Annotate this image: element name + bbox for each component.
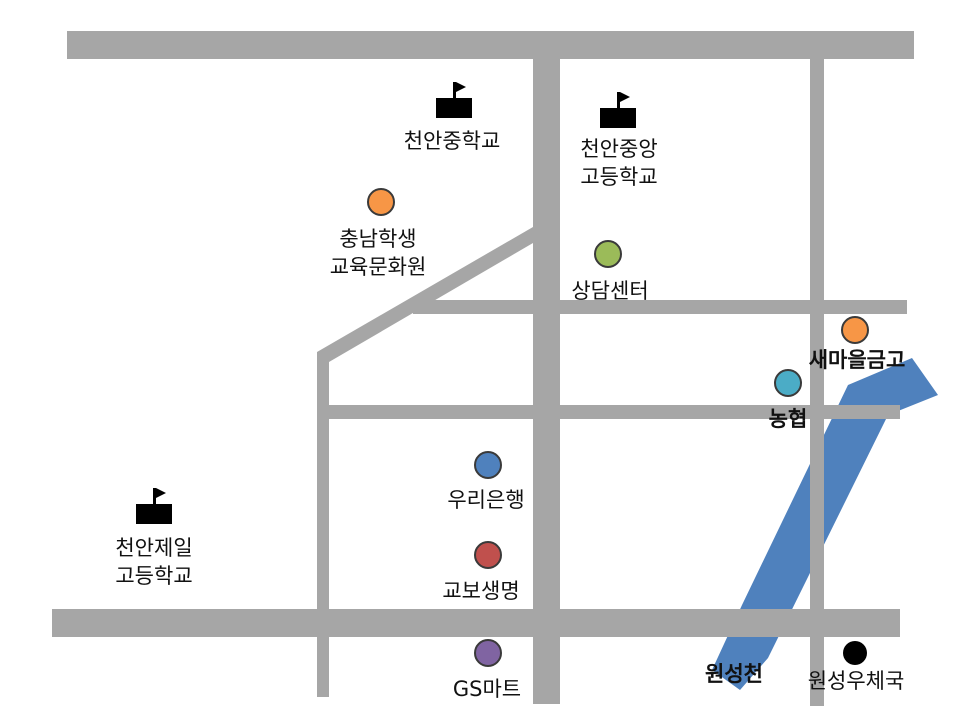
marker-nonghyup	[774, 369, 802, 397]
marker-woori-bank	[474, 451, 502, 479]
road-left-vertical	[317, 352, 329, 697]
school-flag-icon	[600, 92, 636, 128]
label-line: 우리은행	[447, 488, 525, 512]
road-lower-horizontal	[317, 405, 900, 419]
label-line: 충남학생	[339, 227, 417, 251]
school-flag-icon	[436, 82, 472, 118]
label-line: 원성천	[705, 662, 763, 686]
school-flag-icon	[136, 488, 172, 524]
label-line: 고등학교	[115, 564, 193, 588]
label-post-office: 원성우체국	[808, 667, 905, 695]
road-main-vertical	[533, 59, 560, 704]
label-line: 교보생명	[442, 579, 520, 603]
stream-wonseongcheon	[712, 358, 938, 690]
label-cheonan-jungang-high-school: 천안중앙 고등학교	[580, 135, 657, 191]
label-line: 상담센터	[571, 279, 649, 303]
label-line: 새마을금고	[808, 348, 906, 372]
label-stream: 원성천	[705, 660, 763, 688]
label-kyobo: 교보생명	[442, 577, 519, 605]
marker-kyobo	[474, 541, 502, 569]
marker-gs-mart	[474, 639, 502, 667]
road-bottom-horizontal	[52, 609, 900, 637]
road-right-vertical	[810, 59, 824, 706]
label-line: 교육문화원	[329, 255, 427, 279]
marker-counseling-center	[594, 240, 622, 268]
label-gs-mart: GS마트	[453, 675, 521, 703]
label-line: 원성우체국	[807, 669, 905, 693]
label-line: 농협	[768, 407, 808, 431]
label-cheonan-middle-school: 천안중학교	[404, 127, 501, 155]
road-diagonal	[317, 227, 533, 362]
road-top-horizontal	[67, 31, 914, 59]
label-counseling-center: 상담센터	[571, 277, 648, 305]
label-chungnam-center: 충남학생 교육문화원	[330, 225, 427, 281]
label-nonghyup: 농협	[769, 405, 808, 433]
road-network	[52, 31, 914, 706]
label-line: 천안제일	[115, 536, 193, 560]
label-line: 천안중앙	[580, 137, 658, 161]
label-line: GS마트	[452, 677, 522, 701]
label-saemaeul: 새마을금고	[809, 346, 906, 374]
road-middle-horizontal	[413, 300, 907, 314]
marker-chungnam-center	[367, 188, 395, 216]
marker-post-office	[843, 641, 867, 665]
label-line: 고등학교	[580, 165, 658, 189]
marker-saemaeul	[841, 316, 869, 344]
label-line: 천안중학교	[403, 129, 501, 153]
label-cheonan-jeil-high-school: 천안제일 고등학교	[115, 534, 192, 590]
label-woori-bank: 우리은행	[447, 486, 524, 514]
